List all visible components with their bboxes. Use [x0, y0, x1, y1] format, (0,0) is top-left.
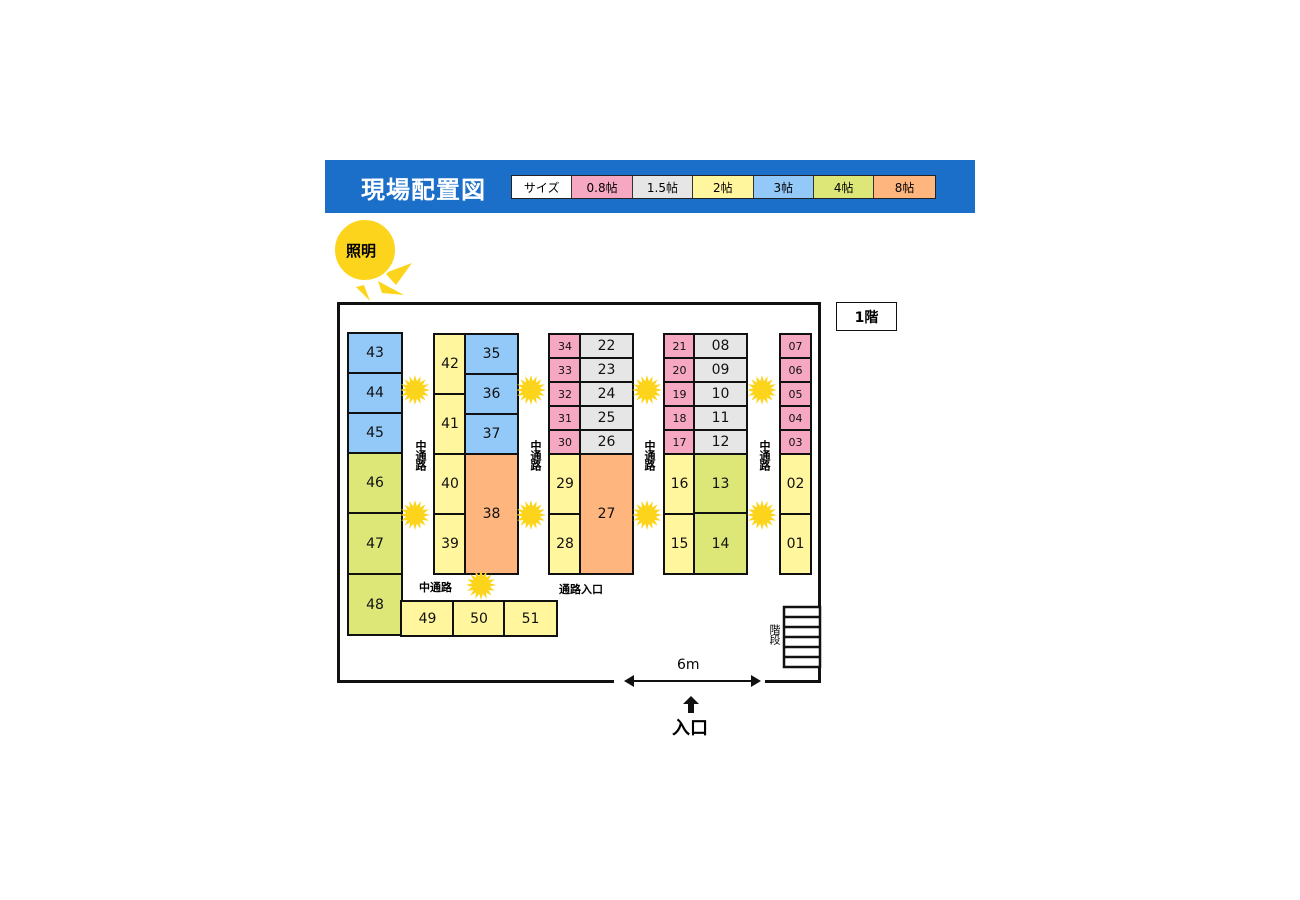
unit-51[interactable]: 51 [503, 600, 558, 637]
legend-label: サイズ [512, 176, 573, 198]
unit-25[interactable]: 25 [579, 405, 634, 431]
unit-39[interactable]: 39 [433, 513, 467, 575]
aisle-label: 中通路 [758, 440, 771, 470]
unit-44[interactable]: 44 [347, 372, 403, 414]
unit-21[interactable]: 21 [663, 333, 696, 359]
light-icon [400, 375, 430, 405]
lighting-sun-icon [333, 218, 412, 301]
entrance-arrow-icon [683, 696, 699, 713]
unit-17[interactable]: 17 [663, 429, 696, 455]
legend-item: 1.5帖 [632, 176, 694, 198]
unit-14[interactable]: 14 [693, 512, 748, 575]
width-arrow-icon [624, 675, 761, 687]
stairs-label: 階段 [768, 624, 781, 644]
unit-37[interactable]: 37 [464, 413, 519, 455]
light-icon [466, 570, 496, 600]
header-bar: 現場配置図 サイズ 0.8帖 1.5帖 2帖 3帖 4帖 8帖 [325, 160, 975, 213]
wall-right [818, 302, 821, 683]
light-icon [747, 500, 777, 530]
unit-26[interactable]: 26 [579, 429, 634, 455]
unit-43[interactable]: 43 [347, 332, 403, 374]
unit-11[interactable]: 11 [693, 405, 748, 431]
unit-36[interactable]: 36 [464, 373, 519, 415]
unit-30[interactable]: 30 [548, 429, 582, 455]
unit-48[interactable]: 48 [347, 573, 403, 636]
unit-47[interactable]: 47 [347, 512, 403, 575]
light-icon [516, 500, 546, 530]
unit-46[interactable]: 46 [347, 452, 403, 514]
floor-label: 1階 [836, 302, 897, 331]
unit-49[interactable]: 49 [400, 600, 455, 637]
stairs-icon [782, 605, 822, 669]
unit-08[interactable]: 08 [693, 333, 748, 359]
wall-bottom-right [765, 680, 821, 683]
unit-12[interactable]: 12 [693, 429, 748, 455]
wall-top [337, 302, 821, 305]
unit-01[interactable]: 01 [779, 513, 812, 575]
unit-18[interactable]: 18 [663, 405, 696, 431]
unit-42[interactable]: 42 [433, 333, 467, 395]
unit-27[interactable]: 27 [579, 453, 634, 575]
unit-09[interactable]: 09 [693, 357, 748, 383]
unit-28[interactable]: 28 [548, 513, 582, 575]
unit-38[interactable]: 38 [464, 453, 519, 575]
entrance-width: 6m [677, 657, 700, 673]
unit-34[interactable]: 34 [548, 333, 582, 359]
light-icon [516, 375, 546, 405]
unit-40[interactable]: 40 [433, 453, 467, 515]
unit-07[interactable]: 07 [779, 333, 812, 359]
unit-15[interactable]: 15 [663, 513, 696, 575]
page-title: 現場配置図 [361, 176, 486, 204]
light-icon [632, 500, 662, 530]
aisle-entrance-label: 通路入口 [559, 583, 603, 596]
size-legend: サイズ 0.8帖 1.5帖 2帖 3帖 4帖 8帖 [511, 175, 936, 199]
legend-item: 8帖 [874, 176, 935, 198]
unit-31[interactable]: 31 [548, 405, 582, 431]
aisle-label: 中通路 [419, 581, 452, 594]
aisle-label: 中通路 [529, 440, 542, 470]
unit-29[interactable]: 29 [548, 453, 582, 515]
wall-bottom-left [337, 680, 614, 683]
unit-45[interactable]: 45 [347, 412, 403, 454]
aisle-label: 中通路 [643, 440, 656, 470]
lighting-label: 照明 [346, 242, 377, 260]
unit-13[interactable]: 13 [693, 453, 748, 514]
unit-19[interactable]: 19 [663, 381, 696, 407]
unit-35[interactable]: 35 [464, 333, 519, 375]
light-icon [632, 375, 662, 405]
unit-24[interactable]: 24 [579, 381, 634, 407]
light-icon [400, 500, 430, 530]
light-icon [747, 375, 777, 405]
unit-02[interactable]: 02 [779, 453, 812, 515]
unit-03[interactable]: 03 [779, 429, 812, 455]
unit-10[interactable]: 10 [693, 381, 748, 407]
unit-06[interactable]: 06 [779, 357, 812, 383]
unit-20[interactable]: 20 [663, 357, 696, 383]
unit-04[interactable]: 04 [779, 405, 812, 431]
wall-left [337, 302, 340, 683]
unit-16[interactable]: 16 [663, 453, 696, 515]
aisle-label: 中通路 [414, 440, 427, 470]
legend-item: 2帖 [693, 176, 754, 198]
legend-item: 0.8帖 [572, 176, 633, 198]
unit-05[interactable]: 05 [779, 381, 812, 407]
unit-50[interactable]: 50 [452, 600, 506, 637]
unit-33[interactable]: 33 [548, 357, 582, 383]
legend-item: 3帖 [753, 176, 814, 198]
unit-41[interactable]: 41 [433, 393, 467, 455]
unit-32[interactable]: 32 [548, 381, 582, 407]
unit-22[interactable]: 22 [579, 333, 634, 359]
entrance-label: 入口 [672, 718, 708, 739]
legend-item: 4帖 [813, 176, 875, 198]
unit-23[interactable]: 23 [579, 357, 634, 383]
